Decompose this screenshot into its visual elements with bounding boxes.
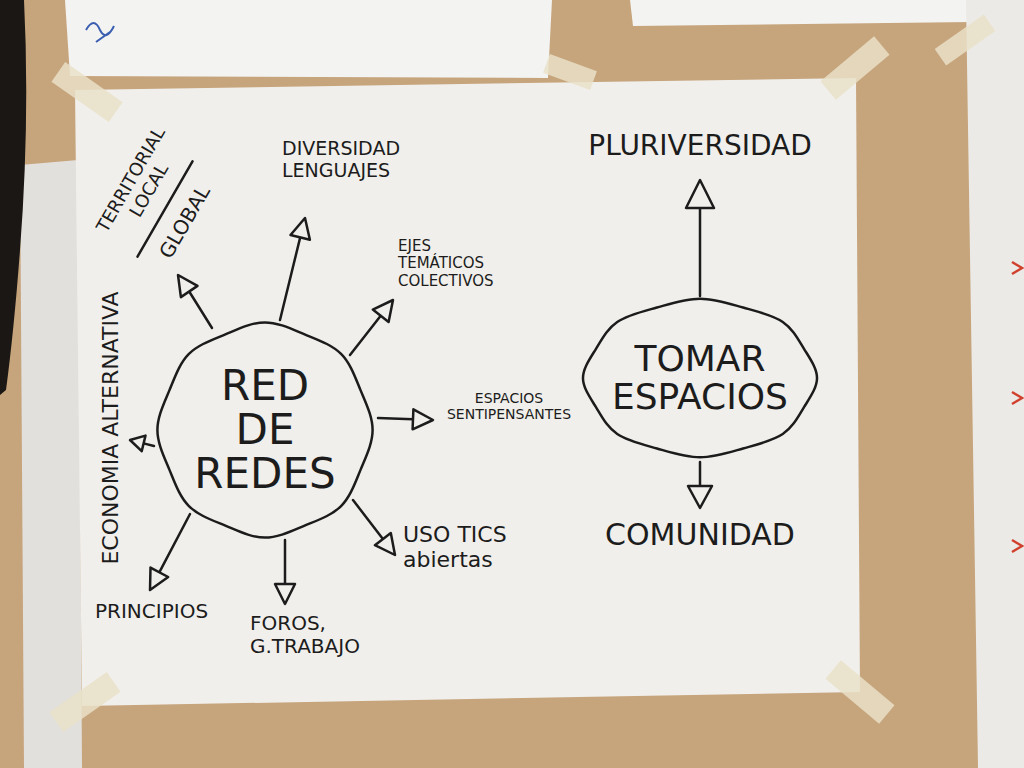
tape-piece: [49, 672, 120, 732]
cloud-title: TOMAR ESPACIOS: [600, 340, 800, 416]
branch-label: USO TICS abiertas: [403, 522, 515, 573]
branch-label: FOROS, G.TRABAJO: [250, 612, 390, 658]
arrow-shaft: [280, 237, 300, 320]
branch-label: PLURIVERSIDAD: [588, 130, 811, 162]
arrow-head: [150, 568, 168, 590]
branch-label: GLOBAL: [155, 182, 215, 263]
tape-piece: [820, 36, 889, 99]
cloud-path: [583, 299, 817, 458]
arrow-head: [178, 275, 198, 297]
arrow-head: [375, 533, 395, 555]
arrow-head: [275, 584, 295, 604]
arrow-shaft: [378, 418, 413, 419]
branch-label: ESPACIOS SENTIPENSANTES: [440, 390, 578, 422]
arrow-shaft: [284, 540, 287, 584]
tape-piece: [935, 15, 996, 66]
side-paper: [20, 160, 82, 768]
arrow-shaft: [159, 514, 190, 572]
tape: [49, 15, 995, 732]
cloud-title: RED DE REDES: [190, 364, 340, 496]
tape-piece: [51, 62, 122, 122]
arrow-shaft: [353, 500, 383, 539]
marks: [1012, 262, 1022, 552]
branch-label: ECONOMIA ALTERNATIVA: [98, 291, 123, 564]
arrow-head: [688, 486, 712, 508]
side-paper: [966, 0, 1024, 768]
arrow-head: [413, 409, 433, 429]
branch-label: PRINCIPIOS: [95, 600, 208, 623]
cloud-node: RED DE REDES: [145, 310, 385, 550]
arrow-head: [373, 300, 393, 322]
arrow-shaft: [350, 316, 381, 355]
cloud-node: TOMAR ESPACIOS: [570, 288, 830, 468]
tape-piece: [825, 660, 894, 723]
arrow-shaft: [699, 208, 702, 296]
arrow-head: [291, 218, 310, 240]
doodle: [86, 23, 114, 42]
cloud-path: [157, 322, 372, 537]
arrow-shaft: [189, 292, 212, 329]
branch-label: COMUNIDAD: [605, 518, 795, 553]
branch-label: EJES TEMÁTICOS COLECTIVOS: [398, 238, 516, 290]
hair: [0, 0, 26, 395]
branch-label: DIVERSIDAD LENGUAJES: [282, 138, 432, 182]
main-paper: [75, 78, 860, 706]
arrow-shaft: [144, 443, 154, 446]
top-paper: [630, 0, 975, 26]
arrow-head: [130, 436, 146, 452]
arrow-head: [686, 180, 714, 208]
arrow-shaft: [699, 462, 702, 486]
tape-piece: [543, 54, 597, 90]
top-paper: [65, 0, 552, 78]
cloud-text-group: TOMAR ESPACIOS: [600, 340, 800, 416]
cloud-text-group: RED DE REDES: [190, 364, 340, 496]
